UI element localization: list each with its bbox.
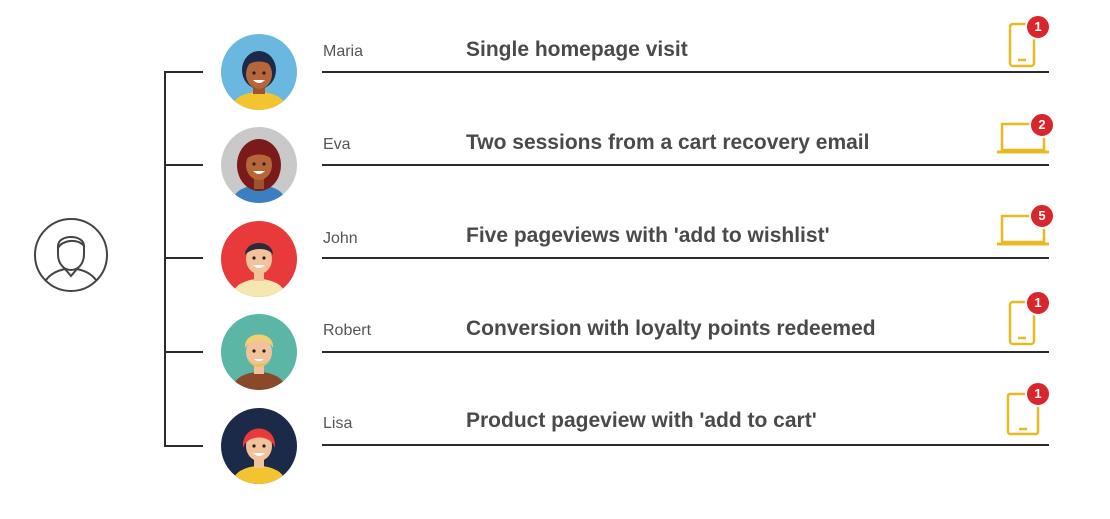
row-divider <box>322 71 1049 73</box>
user-outline-icon <box>34 218 108 292</box>
row-divider <box>322 257 1049 259</box>
person-name: Maria <box>323 43 364 60</box>
session-count-badge: 1 <box>1025 290 1051 316</box>
session-description: Five pageviews with 'add to wishlist' <box>466 224 830 247</box>
person-name: Eva <box>323 136 351 153</box>
row-divider <box>322 164 1049 166</box>
avatar-john <box>221 221 297 297</box>
person-name: Robert <box>323 322 372 339</box>
session-count-badge: 5 <box>1029 203 1055 229</box>
session-description: Conversion with loyalty points redeemed <box>466 317 876 340</box>
avatar-lisa <box>221 408 297 484</box>
phone-icon <box>1008 300 1036 346</box>
phone-icon <box>1008 22 1036 68</box>
laptop-icon <box>997 214 1049 246</box>
session-count-badge: 2 <box>1029 112 1055 138</box>
session-count-badge: 1 <box>1025 381 1051 407</box>
session-description: Single homepage visit <box>466 38 688 61</box>
session-description: Two sessions from a cart recovery email <box>466 131 870 154</box>
row-divider <box>322 351 1049 353</box>
session-description: Product pageview with 'add to cart' <box>466 409 817 432</box>
row-divider <box>322 444 1049 446</box>
avatar-eva <box>221 127 297 203</box>
avatar-maria <box>221 34 297 110</box>
tablet-icon <box>1006 392 1040 436</box>
person-name: Lisa <box>323 415 353 432</box>
person-name: John <box>323 230 358 247</box>
session-count-badge: 1 <box>1025 14 1051 40</box>
avatar-robert <box>221 314 297 390</box>
